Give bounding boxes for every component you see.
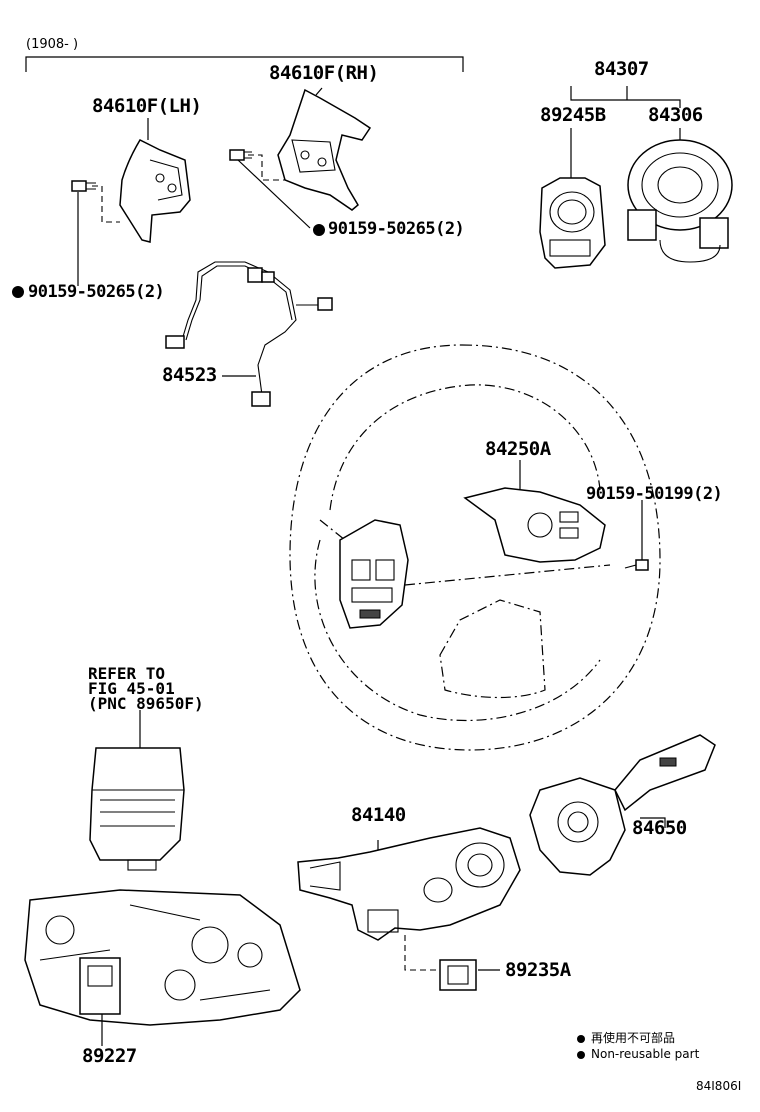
wiper-switch: [529, 734, 716, 876]
nonreusable-dot-left: [12, 286, 24, 298]
combination-switch: [297, 827, 521, 941]
refer-line-2: FIG 45-01: [88, 679, 175, 698]
engine-area: [24, 889, 301, 1026]
part-84610f-rh[interactable]: 84610F(RH): [269, 62, 379, 84]
nonreusable-dot-right: [313, 224, 325, 236]
diagram-code: 84I806I: [696, 1079, 742, 1093]
part-89235a[interactable]: 89235A: [505, 959, 571, 981]
part-84140[interactable]: 84140: [351, 804, 406, 826]
legend-dot-icon: [577, 1034, 585, 1043]
steering-sensor: [539, 177, 606, 269]
wire-harness: [165, 261, 333, 407]
part-89227[interactable]: 89227: [82, 1045, 137, 1067]
part-89245b[interactable]: 89245B: [540, 104, 606, 126]
part-84250a[interactable]: 84250A: [485, 438, 551, 460]
date-range: (1908- ): [26, 37, 79, 52]
legend-text-1: 再使用不可部品: [591, 1031, 676, 1045]
legend-text-2: Non-reusable part: [591, 1047, 700, 1061]
date-bracket: [25, 56, 464, 72]
part-84306[interactable]: 84306: [648, 104, 703, 126]
paddle-switch-lh: [119, 139, 191, 243]
part-90159-50265-right[interactable]: 90159-50265(2): [328, 219, 465, 239]
legend-item-1: 再使用不可部品: [577, 1032, 675, 1044]
refer-line-1: REFER TO: [88, 664, 166, 683]
part-84610f-lh[interactable]: 84610F(LH): [92, 95, 202, 117]
part-84307[interactable]: 84307: [594, 58, 649, 80]
screw-left: [71, 180, 96, 192]
part-90159-50199[interactable]: 90159-50199(2): [586, 484, 723, 504]
legend-dot-icon: [577, 1050, 585, 1059]
screw-right: [229, 149, 252, 161]
steering-pad-switch: [339, 487, 606, 629]
spiral-cable: [627, 139, 733, 263]
part-84523[interactable]: 84523: [162, 364, 217, 386]
airbag-module: [89, 747, 185, 871]
legend-item-2: Non-reusable part: [577, 1048, 699, 1060]
part-90159-50265-left[interactable]: 90159-50265(2): [28, 282, 165, 302]
paddle-switch-rh: [277, 88, 372, 211]
pad-screw: [624, 559, 649, 571]
refer-line-3[interactable]: (PNC 89650F): [88, 694, 204, 713]
sensor-89235a: [439, 959, 477, 991]
part-84650[interactable]: 84650: [632, 817, 687, 839]
